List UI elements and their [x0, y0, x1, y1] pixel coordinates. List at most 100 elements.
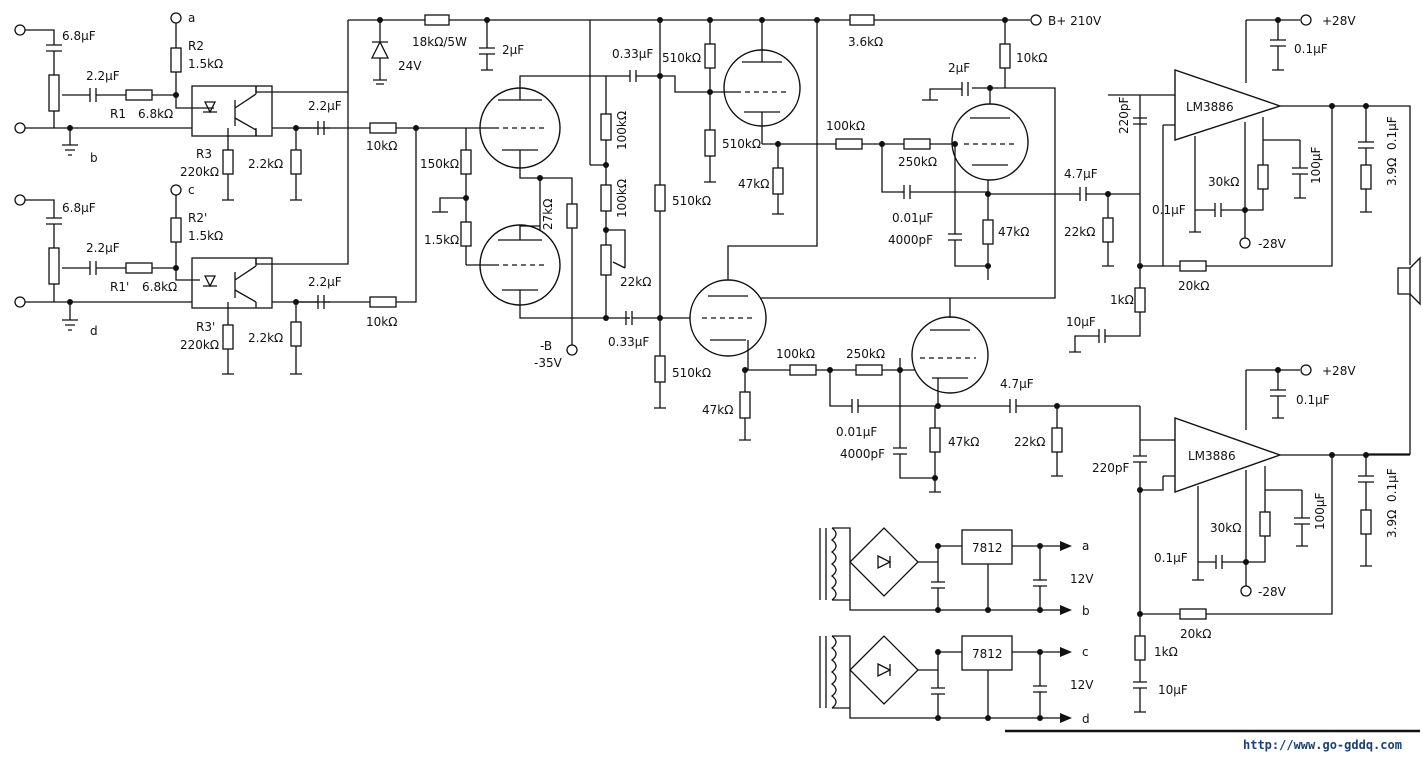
r3-value: 220kΩ [180, 165, 219, 179]
c-s-1-label: 0.1μF [1294, 42, 1328, 56]
r2-name: R2 [188, 39, 204, 53]
input-terminal-1[interactable] [14, 24, 26, 36]
zobel-r-1-label: 3.9Ω [1385, 158, 1399, 186]
bias-pot-22k[interactable] [600, 244, 612, 276]
psu-node-d: d [1082, 712, 1090, 726]
r-1k-gnd-1-label: 1kΩ [1110, 293, 1134, 307]
v-pos-1-label: +28V [1322, 14, 1356, 28]
volume-pot-2[interactable] [48, 247, 60, 285]
supply-dropping-resistor [424, 14, 450, 26]
v-neg-2-label: -28V [1258, 585, 1287, 599]
c-b-2-label: 0.1μF [1154, 551, 1188, 565]
power-amp-lower [1133, 364, 1410, 713]
input-terminal-2[interactable] [14, 194, 26, 206]
source-url[interactable]: http://www.go-gddq.com [1243, 738, 1402, 752]
neg-b-label: -B [540, 339, 552, 353]
r1-value: 6.8kΩ [138, 107, 173, 121]
r-250k-fb-1 [903, 138, 931, 150]
bridge-rectifier-1 [849, 527, 919, 597]
r2p-value: 1.5kΩ [188, 229, 223, 243]
node-a-terminal[interactable] [170, 12, 182, 24]
r1p-value: 6.8kΩ [142, 280, 177, 294]
node-a-label: a [188, 11, 195, 25]
psu-node-b: b [1082, 604, 1090, 618]
heater-supply [819, 527, 1420, 733]
v-pos-terminal-2[interactable] [1300, 364, 1312, 376]
c-b-1-label: 0.1μF [1152, 203, 1186, 217]
c-033-top-label: 0.33μF [612, 47, 653, 61]
regulator-7812-2 [961, 635, 1013, 671]
loudspeaker [1397, 267, 1411, 295]
r-250k-fb-1-label: 250kΩ [898, 155, 937, 169]
r-510k-grid-2 [654, 355, 666, 383]
input-ground-terminal-2[interactable] [14, 296, 26, 308]
c-fb-1-label: 0.01μF [892, 211, 933, 225]
plate-3k6-label: 3.6kΩ [848, 35, 883, 49]
optocoupler-2 [191, 257, 273, 309]
r-1k-gnd-2-label: 1kΩ [1154, 645, 1178, 659]
volume-pot-1[interactable] [48, 74, 60, 112]
r-22k-in-2-label: 22kΩ [1014, 435, 1045, 449]
c1-label: 2.2μF [86, 69, 120, 83]
node-d-label: d [90, 324, 98, 338]
r1-name: R1 [110, 107, 126, 121]
c1b-label: 2.2μF [86, 241, 120, 255]
psu-node-c: c [1082, 645, 1089, 659]
r-250k-fb-2 [855, 364, 883, 376]
r-47k-k-2-label: 47kΩ [948, 435, 979, 449]
c-out-1-label: 2.2μF [308, 99, 342, 113]
r-1k5-label: 1.5kΩ [424, 233, 459, 247]
pot-22k-label: 22kΩ [620, 275, 651, 289]
driver-lower [689, 20, 1140, 493]
psu-2-voltage: 12V [1070, 678, 1094, 692]
r1p-resistor [125, 262, 153, 274]
neg-b-terminal[interactable] [566, 344, 578, 356]
v-neg-terminal-1[interactable] [1239, 237, 1251, 249]
r-510k-plate-label: 510kΩ [662, 51, 701, 65]
v-pos-terminal-1[interactable] [1300, 14, 1312, 26]
r2p-resistor [170, 217, 182, 243]
lm3886-lower-label: LM3886 [1188, 449, 1236, 463]
bplus-terminal[interactable] [1030, 14, 1042, 26]
v-neg-terminal-2[interactable] [1240, 585, 1252, 597]
r-100k-series-2-label: 100kΩ [776, 347, 815, 361]
rg-1-label: 10kΩ [366, 139, 397, 153]
r-100k-series-1-label: 100kΩ [826, 119, 865, 133]
c-100u-2-label: 100μF [1313, 492, 1327, 530]
neg-b-voltage: -35V [534, 356, 563, 370]
output-tube-upper [727, 20, 1140, 318]
phase-splitter [589, 20, 716, 409]
r-10k-plate-label: 10kΩ [1016, 51, 1047, 65]
node-c-label: c [188, 183, 195, 197]
c-fb-2-label: 0.01μF [836, 425, 877, 439]
node-c-terminal[interactable] [170, 184, 182, 196]
c-220p-1-label: 220pF [1117, 96, 1131, 134]
r-100k-a [600, 113, 612, 141]
supply-cap-label: 2μF [502, 43, 524, 57]
r-22k-in-2 [1051, 427, 1063, 453]
c-220p-2-label: 220pF [1092, 461, 1130, 475]
input-channel-2 [14, 20, 417, 375]
c-033-bot-label: 0.33μF [608, 335, 649, 349]
bplus-rail [348, 14, 1042, 26]
regulator-1-label: 7812 [972, 541, 1003, 555]
driver-upper [710, 20, 988, 215]
c-s-2-label: 0.1μF [1296, 393, 1330, 407]
input-ground-terminal-1[interactable] [14, 122, 26, 134]
r-30k-1-label: 30kΩ [1208, 175, 1239, 189]
psu-node-a: a [1082, 539, 1089, 553]
r-47k-k-2 [929, 427, 941, 453]
optocoupler-1 [191, 85, 273, 137]
regulator-7812-1 [961, 529, 1013, 565]
r-150k [460, 149, 472, 175]
regulator-2-label: 7812 [972, 647, 1003, 661]
zobel-c-1-label: 0.1μF [1385, 116, 1399, 150]
c-out-4u7-1-label: 4.7μF [1064, 167, 1098, 181]
r-100k-b [600, 184, 612, 212]
bridge-rectifier-2 [849, 635, 919, 705]
r-30k-2 [1259, 511, 1271, 537]
r-100k-series-1 [835, 138, 863, 150]
lm3886-upper [1174, 69, 1283, 141]
r2p-name: R2' [188, 211, 207, 225]
c-pl-2-label: 2μF [948, 61, 970, 75]
